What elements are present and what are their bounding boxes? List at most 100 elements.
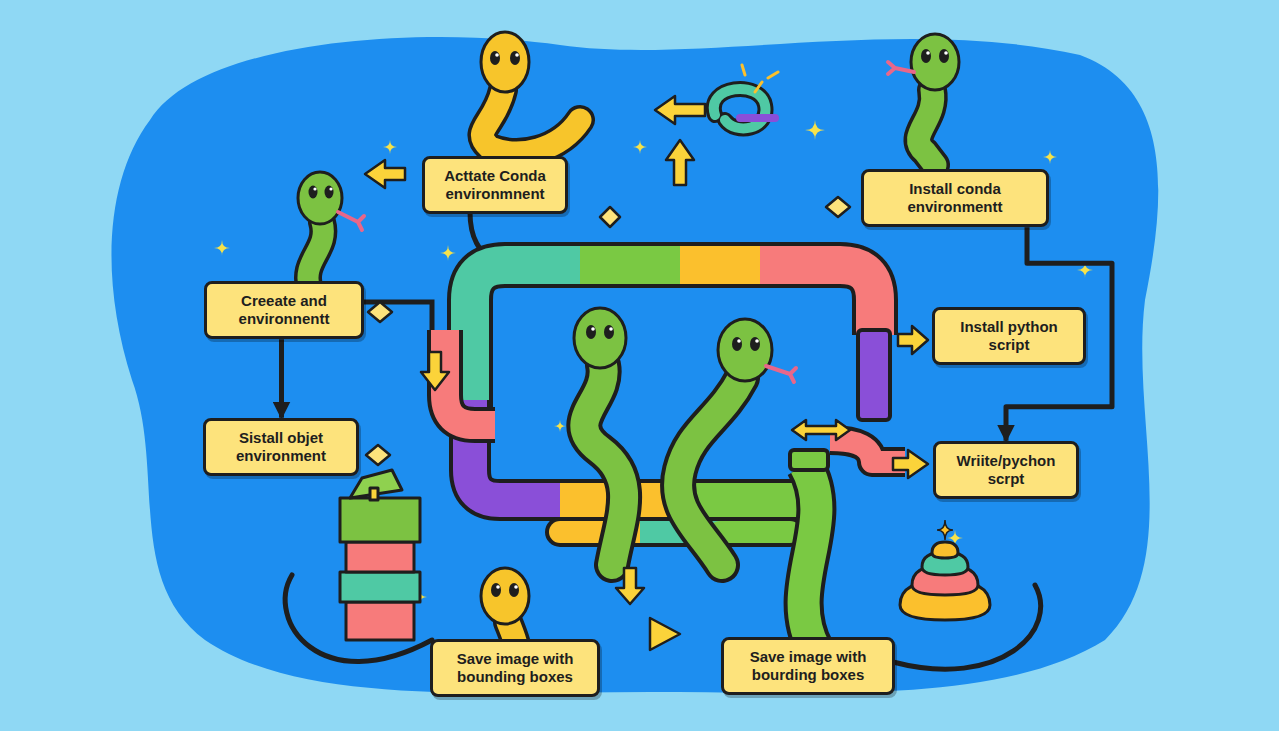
snake [481, 568, 529, 624]
snake-eye [939, 49, 949, 63]
process-box: Save image with bounding boxes [430, 639, 600, 698]
decor-arrow [365, 160, 405, 188]
snake-eye [491, 583, 501, 597]
sparkle [1043, 150, 1057, 164]
process-box: Wriite/pychon scrpt [933, 441, 1079, 500]
process-box: Save image with bourding boxes [721, 637, 895, 696]
eye-highlight [313, 51, 947, 589]
decor-line [285, 212, 1040, 669]
cone-icon [937, 520, 953, 540]
snake [338, 212, 364, 230]
decor-shape [366, 445, 390, 465]
snake [574, 308, 626, 368]
cone-icon [900, 520, 990, 620]
snake [918, 90, 935, 165]
decor-arrow [893, 450, 928, 478]
pipe [760, 265, 875, 335]
pipe-knot [714, 65, 778, 128]
pipe [445, 330, 495, 425]
snake-eye [604, 325, 614, 339]
cone-icon [932, 542, 958, 558]
snake-eye [510, 51, 520, 65]
pipe [790, 450, 828, 470]
eye-highlight [926, 51, 930, 55]
box-icon [346, 602, 414, 640]
box-icon [340, 572, 420, 602]
decor-arrow [655, 96, 705, 124]
step-label: Save image with bourding boxes [734, 648, 882, 685]
sparkle [440, 245, 456, 261]
snake [918, 90, 935, 165]
snake-eye [490, 51, 500, 65]
background-blob [111, 37, 1158, 693]
snake [308, 222, 323, 290]
eye-highlight [755, 339, 759, 343]
step-label: Save image with bounding boxes [443, 650, 587, 687]
snake [766, 366, 796, 382]
eye-highlight [591, 327, 595, 331]
eye-highlight [737, 339, 741, 343]
snake [584, 365, 624, 565]
pipe [580, 246, 680, 284]
process-box: Creeate and environnentt [204, 281, 364, 340]
flow-arrow [279, 339, 284, 417]
snake [481, 32, 529, 92]
process-box: Install python script [932, 307, 1086, 366]
pipe [445, 330, 495, 425]
pipe [858, 330, 890, 420]
decor-arrow [792, 420, 850, 440]
box-icon [346, 542, 414, 572]
snake [678, 378, 742, 565]
pipe [804, 465, 817, 650]
pipe [720, 521, 790, 543]
eye-highlight [515, 53, 519, 57]
eye-highlight [495, 53, 499, 57]
pipe-knot [740, 114, 775, 122]
snake-eye [509, 583, 519, 597]
snake [678, 378, 742, 565]
sparkle [554, 420, 566, 432]
pipe [470, 265, 875, 410]
eye-highlight [609, 327, 613, 331]
eye-highlight [496, 585, 500, 589]
snake-eye [325, 186, 334, 199]
snake [482, 90, 580, 153]
eye-highlight [329, 187, 332, 190]
box-icon [340, 470, 420, 640]
step-label: Install python script [945, 318, 1073, 355]
sparkle [214, 120, 1093, 604]
sparkle [805, 120, 825, 140]
snake [298, 32, 959, 665]
process-box: Sistall objet environment [203, 418, 359, 477]
snake [718, 319, 772, 381]
decor-shape [650, 618, 680, 650]
decor-shape [600, 207, 620, 227]
process-box: Install conda environmentt [861, 169, 1049, 228]
pipe [680, 246, 760, 284]
decor-arrow [616, 568, 644, 604]
step-label: Acttate Conda environmnent [435, 167, 555, 204]
step-label: Install conda environmentt [874, 180, 1036, 217]
decor-line [362, 302, 432, 330]
decor-arrow [365, 96, 928, 604]
snake [888, 62, 914, 74]
snake [482, 90, 580, 153]
sparkle [383, 140, 397, 154]
snake [298, 172, 342, 224]
snake-eye [309, 49, 950, 597]
eye-highlight [514, 585, 518, 589]
snake-eye [586, 325, 596, 339]
snake [911, 34, 959, 90]
decor-shape [826, 197, 850, 217]
eye-highlight [313, 187, 316, 190]
snake-eye [309, 186, 318, 199]
decor-arrow [666, 140, 694, 185]
pipe-knot [742, 65, 778, 92]
step-label: Sistall objet environment [216, 429, 346, 466]
box-icon [370, 488, 378, 500]
pipe [470, 265, 580, 410]
step-label: Creeate and environnentt [217, 292, 351, 329]
